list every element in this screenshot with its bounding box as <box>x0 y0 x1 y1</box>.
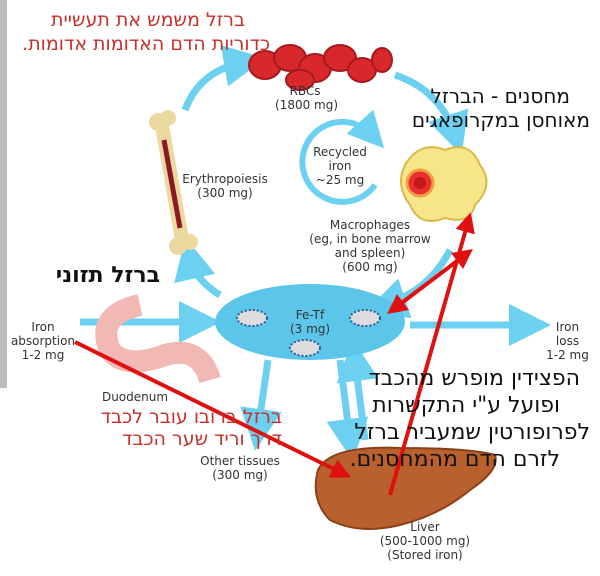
arrow-to-rbcs <box>181 45 266 112</box>
other-tissues-label: Other tissues(300 mg) <box>200 454 280 482</box>
hepcidin-line1: הפצידין מופרש מהכבד <box>368 366 580 391</box>
liver-label: Liver(500-1000 mg)(Stored iron) <box>379 520 471 562</box>
liver-route-line1: ברזל ברובו עובר לכבד <box>100 406 282 428</box>
storage-note-line1: מחסנים - הברזל <box>430 84 570 108</box>
fetf-label: Fe-Tf(3 mg) <box>289 308 331 336</box>
arrow-to-erythropoiesis <box>174 237 222 299</box>
arrow-to-macrophages <box>393 71 469 155</box>
hepcidin-line3: לפרופורטין שמעביר ברזל <box>354 420 590 445</box>
rbc-note-line1: ברזל משמש את תעשיית <box>51 9 245 31</box>
fetf-pool <box>215 284 405 360</box>
macrophage-icon <box>400 146 488 222</box>
bone-icon <box>149 110 198 255</box>
side-scrollbar <box>0 0 7 388</box>
duodenum-label: Duodenum <box>101 390 169 404</box>
rbc-note-line2: כדוריות הדם האדומות אדומות. <box>22 33 270 55</box>
arrow-other-tissues <box>240 359 282 451</box>
rbc-cluster <box>248 44 393 91</box>
arrow-to-liver-1 <box>326 359 369 461</box>
absorption-to-liver-arrow <box>74 340 351 478</box>
hepcidin-line4: לזרם הדם מהמחסנים. <box>349 447 560 472</box>
rbcs-label: RBCs(1800 mg) <box>275 84 339 112</box>
macrophage-fetf-double-arrow <box>387 248 473 315</box>
storage-note-line2: מאוחסן במקרופאגים <box>411 108 590 132</box>
duodenum-icon <box>95 294 221 384</box>
dietary-iron-label: ברזל תזוני <box>55 263 160 288</box>
liver-icon <box>314 446 497 530</box>
arrow-to-liver-2 <box>336 339 379 441</box>
transferrin-icons <box>236 309 381 357</box>
recycled-iron-cycle <box>299 109 385 205</box>
erythropoiesis-label: Erythropoiesis(300 mg) <box>182 172 268 200</box>
hepcidin-line2: ופועל ע"י התקשרות <box>372 393 560 418</box>
red-annotation-arrows <box>74 212 475 496</box>
liver-route-line2: דרך וריד שער הכבד <box>122 428 282 450</box>
